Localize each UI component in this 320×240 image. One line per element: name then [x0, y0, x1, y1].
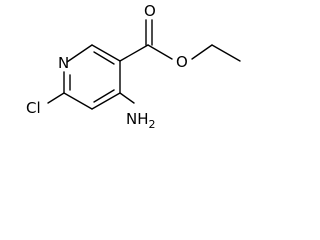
amino-group-label: NH2 — [126, 110, 156, 131]
pyridine-ring — [63, 44, 121, 110]
molecule-diagram: N O O Cl NH2 — [26, 2, 241, 131]
ester-oxygen-label: O — [176, 53, 188, 71]
structure-canvas: N O O Cl NH2 — [0, 0, 260, 140]
amino-nh-text: NH — [126, 110, 149, 128]
amino-subscript-text: 2 — [149, 118, 156, 131]
ring-nitrogen-label: N — [58, 54, 69, 72]
double-bond-c2-c3 — [93, 51, 115, 65]
ester-group — [119, 19, 241, 62]
bond-c6-cl — [47, 92, 65, 104]
bond-carbonyl-ester-o — [147, 44, 173, 60]
bond-c4-c5 — [91, 92, 121, 110]
bond-c3-carbonyl — [119, 44, 149, 62]
bond-c5-c6 — [63, 92, 93, 110]
chlorine-label: Cl — [26, 99, 41, 117]
bond-n-c2 — [66, 44, 93, 63]
bond-c2-c3 — [91, 44, 121, 62]
bond-ester-o-ch2 — [191, 44, 213, 60]
bond-c4-nh2 — [119, 92, 135, 104]
bond-ch2-ch3 — [211, 44, 241, 62]
double-bond-c4-c5 — [93, 89, 115, 103]
carbonyl-oxygen-label: O — [144, 2, 156, 20]
